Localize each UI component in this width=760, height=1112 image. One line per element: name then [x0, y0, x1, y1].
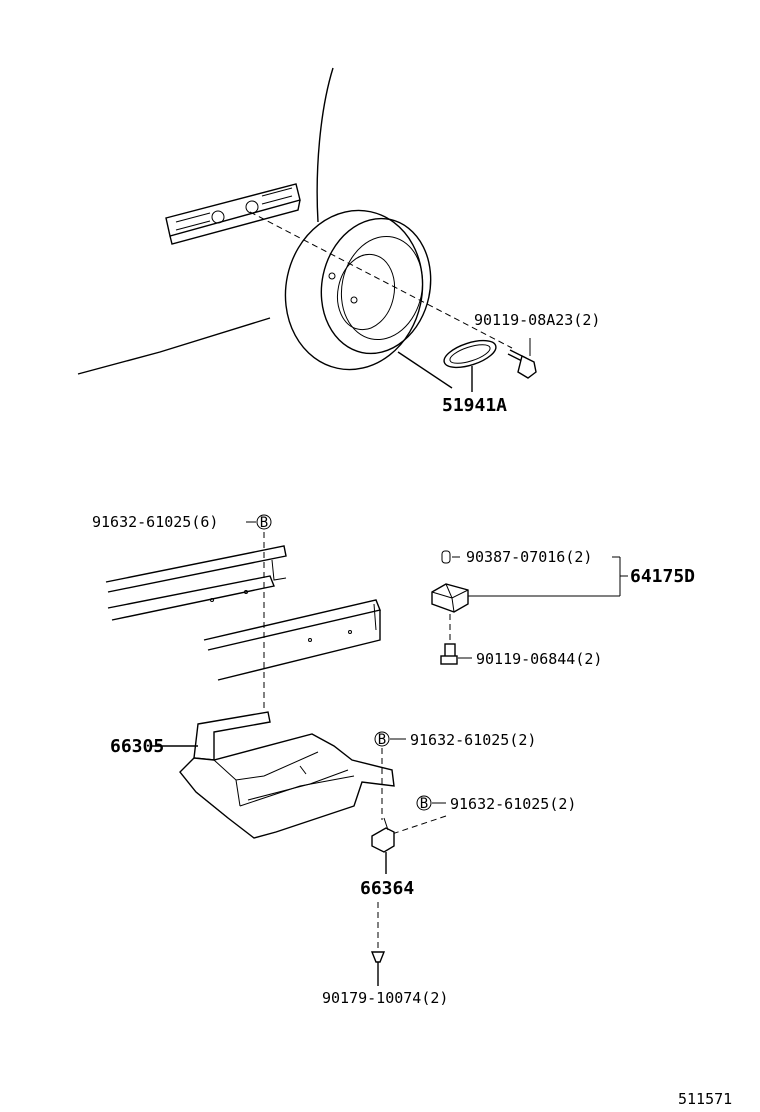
label-nut-right: 91632-61025(2) [450, 795, 576, 813]
label-hub-cap: 51941A [442, 395, 507, 416]
label-nut-mid: 91632-61025(2) [410, 731, 536, 749]
jack-bracket [431, 583, 469, 613]
figure-number: 511571 [678, 1090, 732, 1108]
label-carrier: 66305 [110, 736, 164, 757]
clip [370, 951, 386, 986]
label-hanger: 66364 [360, 878, 414, 899]
label-bolt-jack: 90119-06844(2) [476, 650, 602, 668]
wheel-bolt [507, 338, 537, 379]
label-plug: 90387-07016(2) [466, 548, 592, 566]
wheel-center-line [249, 211, 513, 349]
label-jack-bracket: 64175D [630, 566, 695, 587]
hub-cap [443, 339, 497, 392]
plug-icon [441, 550, 451, 564]
spare-tire-carrier [150, 711, 395, 839]
nut-b-icon: B [374, 731, 390, 748]
svg-text:B: B [378, 732, 386, 748]
frame-rails [105, 545, 381, 681]
hanger-bracket [371, 817, 395, 874]
nut-b-icon: B [416, 795, 432, 812]
svg-text:B: B [420, 796, 428, 812]
bracket-leader [612, 556, 628, 596]
spare-tire-bracket [165, 183, 301, 245]
nut-right-line [391, 815, 447, 835]
spare-wheel [284, 209, 453, 389]
label-bolt-wheel: 90119-08A23(2) [474, 311, 600, 329]
label-nut-left: 91632-61025(6) [92, 513, 218, 531]
nut-b-icon: B [256, 514, 272, 531]
svg-text:B: B [260, 515, 268, 531]
label-clip: 90179-10074(2) [322, 989, 448, 1007]
vehicle-body-outline [77, 67, 334, 375]
jack-bolt [440, 643, 458, 665]
